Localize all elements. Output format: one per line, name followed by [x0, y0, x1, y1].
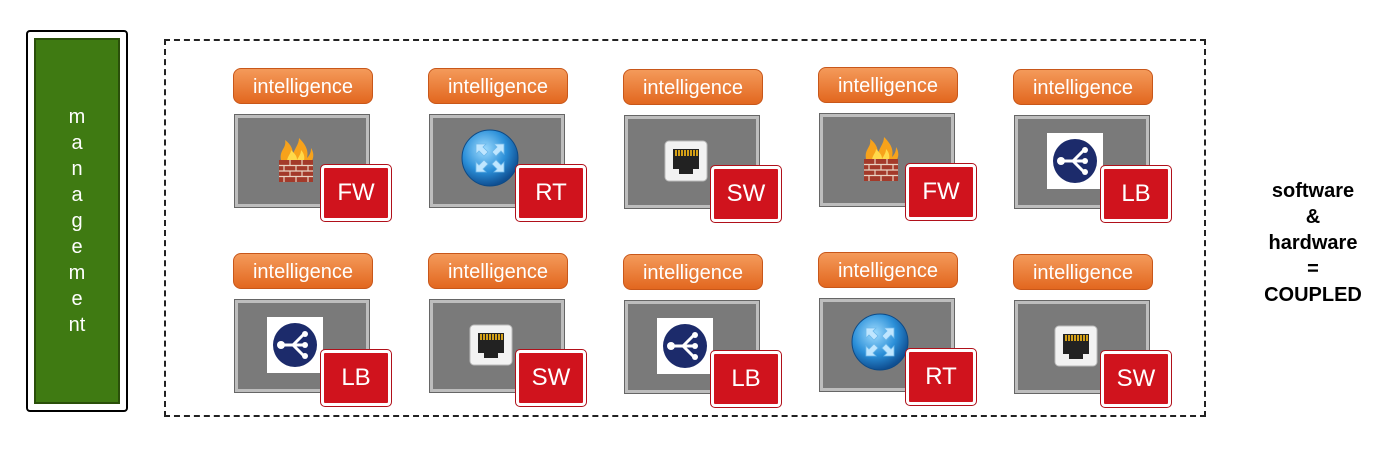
intelligence-label: intelligence [818, 67, 958, 103]
device-card-lb: intelligence LB [623, 254, 783, 414]
load-balancer-icon [267, 317, 323, 373]
switch-port-icon [663, 137, 709, 185]
load-balancer-icon [657, 318, 713, 374]
firewall-icon [858, 135, 904, 183]
device-card-rt: intelligence RT [428, 68, 588, 228]
device-card-lb: intelligence LB [233, 253, 393, 413]
caption-line-software: software [1271, 180, 1355, 202]
device-type-tag: RT [515, 164, 587, 222]
caption-line-ampersand: & [1305, 206, 1321, 228]
intelligence-label: intelligence [623, 69, 763, 105]
intelligence-label: intelligence [233, 68, 373, 104]
device-card-fw: intelligence FW [818, 67, 978, 227]
switch-port-icon [468, 321, 514, 369]
caption-line-hardware: hardware [1268, 232, 1358, 254]
management-label: management [68, 106, 86, 336]
device-card-sw: intelligence SW [1013, 254, 1173, 414]
caption-line-equals: = [1307, 258, 1319, 280]
device-type-tag: SW [710, 165, 782, 223]
device-type-tag: LB [320, 349, 392, 407]
intelligence-label: intelligence [233, 253, 373, 289]
switch-port-icon [1053, 322, 1099, 370]
device-card-lb: intelligence LB [1013, 69, 1173, 229]
intelligence-label: intelligence [818, 252, 958, 288]
device-type-tag: LB [1100, 165, 1172, 223]
device-type-tag: FW [320, 164, 392, 222]
intelligence-label: intelligence [1013, 69, 1153, 105]
device-card-fw: intelligence FW [233, 68, 393, 228]
device-card-sw: intelligence SW [623, 69, 783, 229]
device-card-rt: intelligence RT [818, 252, 978, 412]
intelligence-label: intelligence [623, 254, 763, 290]
router-icon [461, 129, 519, 187]
intelligence-label: intelligence [1013, 254, 1153, 290]
router-icon [851, 313, 909, 371]
device-type-tag: SW [1100, 350, 1172, 408]
management-bar-fill: management [34, 38, 120, 404]
device-type-tag: RT [905, 348, 977, 406]
device-group-boundary [164, 39, 1206, 417]
device-type-tag: SW [515, 349, 587, 407]
device-type-tag: LB [710, 350, 782, 408]
coupling-caption: software & hardware = COUPLED [1240, 178, 1386, 308]
intelligence-label: intelligence [428, 68, 568, 104]
device-card-sw: intelligence SW [428, 253, 588, 413]
caption-line-coupled: COUPLED [1264, 284, 1362, 306]
intelligence-label: intelligence [428, 253, 568, 289]
firewall-icon [273, 136, 319, 184]
load-balancer-icon [1047, 133, 1103, 189]
device-type-tag: FW [905, 163, 977, 221]
management-bar: management [26, 30, 128, 412]
